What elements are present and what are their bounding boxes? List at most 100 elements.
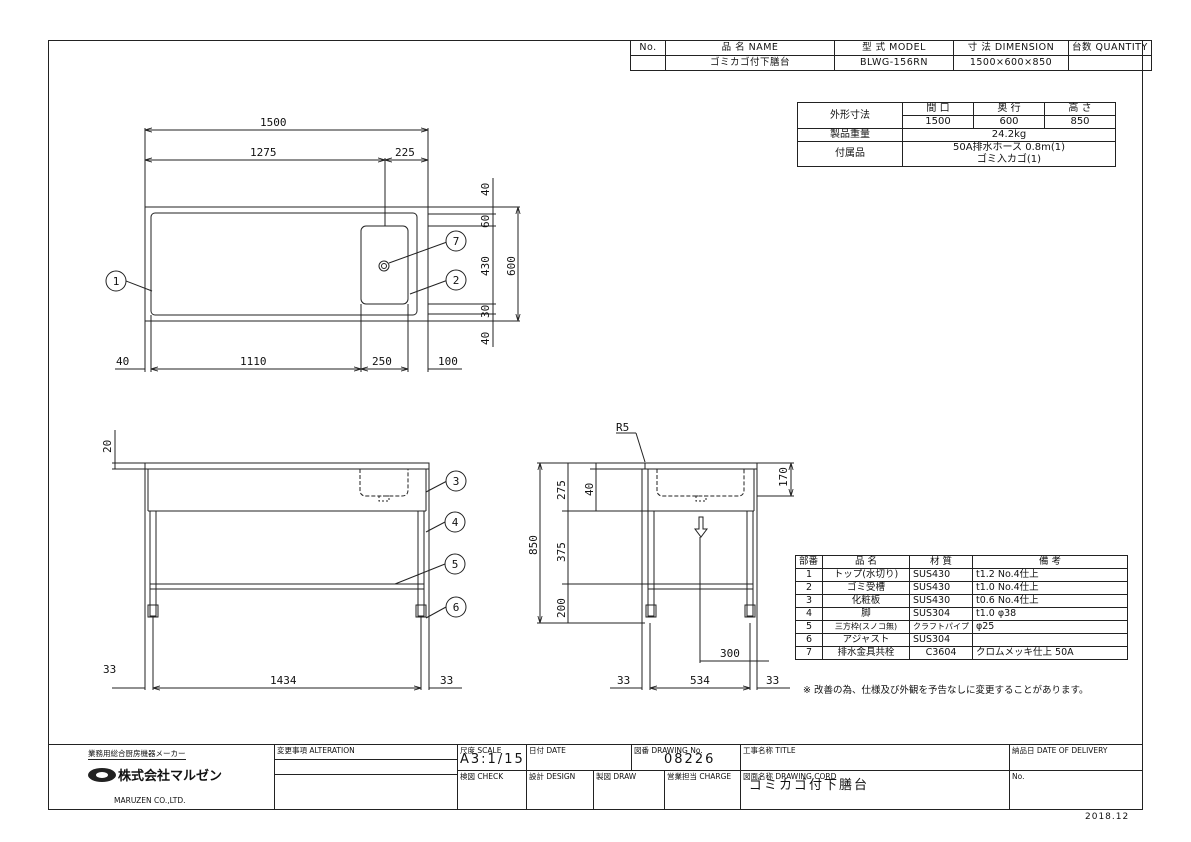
parts-no: 4 [795,607,823,621]
header-dimension-value: 1500×600×850 [953,55,1069,71]
dim-plan-r30: 30 [479,305,492,318]
drawing-no-label: 図番 DRAWING No. [634,746,703,755]
parts-name: 排水金具共栓 [822,646,910,660]
spec-weight-value: 24.2kg [902,128,1116,142]
parts-name: トップ(水切り) [822,568,910,582]
dim-plan-40: 40 [116,355,129,368]
parts-remarks: t0.6 No.4仕上 [972,594,1128,608]
parts-row: 6 アジャスト SUS304 [795,633,1128,647]
parts-no: 6 [795,633,823,647]
parts-name: ゴミ受槽 [822,581,910,595]
balloon-7-label: 7 [453,235,460,248]
dim-side-850: 850 [527,535,540,555]
dim-plan-1110: 1110 [240,355,267,368]
date-label: 日付 DATE [526,744,632,771]
dim-side-534: 534 [690,674,710,687]
balloon-4 [444,511,466,533]
balloon-6-label: 6 [453,601,460,614]
dim-plan-r40-top: 40 [479,183,492,196]
parts-name: 化粧板 [822,594,910,608]
dim-plan-1275: 1275 [250,146,277,159]
parts-no: 7 [795,646,823,660]
parts-material: SUS304 [909,633,973,647]
parts-remarks: t1.2 No.4仕上 [972,568,1128,582]
parts-header-name: 品 名 [822,555,910,569]
balloon-2-label: 2 [453,274,460,287]
balloon-6 [445,596,467,618]
design-label: 設計 DESIGN [526,770,594,810]
company-name-en: MARUZEN CO.,LTD. [114,796,186,805]
parts-row: 4 脚 SUS304 t1.0 φ38 [795,607,1128,621]
dim-plan-250: 250 [372,355,392,368]
side-view [537,432,794,690]
dim-side-300: 300 [720,647,740,660]
front-view [112,430,462,690]
drawing-no-value: 08226 [664,752,716,767]
spec-accessory-label: 付属品 [797,141,903,167]
parts-material: クラフトパイプ [909,620,973,634]
plan-view [115,128,520,372]
parts-table: 部番 品 名 材 質 備 考 1 トップ(水切り) SUS430 t1.2 No… [795,555,1128,660]
parts-header-no: 部番 [795,555,823,569]
maker-tagline: 業務用総合厨房機器メーカー [88,749,186,760]
parts-remarks: t1.0 No.4仕上 [972,581,1128,595]
spec-table: 外形寸法 間 口 奥 行 高 さ 1500 600 850 製品重量 24.2k… [797,102,1116,167]
dim-plan-r40-bottom: 40 [479,332,492,345]
parts-row: 7 排水金具共栓 C3604 クロムメッキ仕上 50A [795,646,1128,660]
parts-material: C3604 [909,646,973,660]
dim-plan-100: 100 [438,355,458,368]
dim-front-33-left: 33 [103,663,116,676]
dim-front-20: 20 [101,440,114,453]
parts-row: 2 ゴミ受槽 SUS430 t1.0 No.4仕上 [795,581,1128,595]
balloon-2 [445,269,467,291]
balloon-5-label: 5 [452,558,459,571]
parts-row: 5 三方枠(スノコ無) クラフトパイプ φ25 [795,620,1128,634]
dim-plan-r430: 430 [479,256,492,276]
parts-no: 5 [795,620,823,634]
header-quantity-value [1068,55,1152,71]
scale-value: A3:1/15 [460,752,525,767]
dim-side-33-left: 33 [617,674,630,687]
company-name: 株式会社マルゼン [118,769,223,784]
draw-label: 製図 DRAW [593,770,665,810]
parts-header-remarks: 備 考 [972,555,1128,569]
parts-row: 1 トップ(水切り) SUS430 t1.2 No.4仕上 [795,568,1128,582]
dim-plan-r60: 60 [479,215,492,228]
parts-remarks: クロムメッキ仕上 50A [972,646,1128,660]
dim-side-375: 375 [555,542,568,562]
title-block: 業務用総合厨房機器メーカー 株式会社マルゼン MARUZEN CO.,LTD. … [48,744,1143,810]
dim-front-1434: 1434 [270,674,297,687]
dim-front-33-right: 33 [440,674,453,687]
delivery-label: 納品日 DATE OF DELIVERY [1009,744,1143,771]
dim-plan-r600: 600 [505,256,518,276]
alteration-label: 変更事項 ALTERATION [274,744,458,760]
dim-plan-1500: 1500 [260,116,287,129]
maruzen-logo-icon [88,768,116,782]
title-label: 工事名称 TITLE [740,744,1010,771]
balloon-7 [445,230,467,252]
check-label: 検図 CHECK [457,770,527,810]
scale-label: 尺度 SCALE [460,746,502,755]
balloon-3-label: 3 [453,475,460,488]
parts-name: 脚 [822,607,910,621]
balloon-3 [445,470,467,492]
balloon-4-label: 4 [452,516,459,529]
number-label: No. [1009,770,1143,810]
parts-no: 2 [795,581,823,595]
dim-side-33-right: 33 [766,674,779,687]
balloon-1-label: 1 [113,275,120,288]
parts-no: 1 [795,568,823,582]
parts-material: SUS430 [909,581,973,595]
parts-name: アジャスト [822,633,910,647]
balloon-5 [444,553,466,575]
dim-side-40: 40 [583,483,596,496]
parts-remarks: t1.0 φ38 [972,607,1128,621]
parts-material: SUS430 [909,594,973,608]
parts-remarks [972,633,1128,647]
parts-material: SUS430 [909,568,973,582]
balloon-1 [105,270,127,292]
disclaimer-note: ※ 改善の為、仕様及び外観を予告なしに変更することがあります。 [803,685,1089,696]
spec-accessory-2: ゴミ入カゴ(1) [902,154,1116,167]
parts-name: 三方枠(スノコ無) [822,620,910,634]
